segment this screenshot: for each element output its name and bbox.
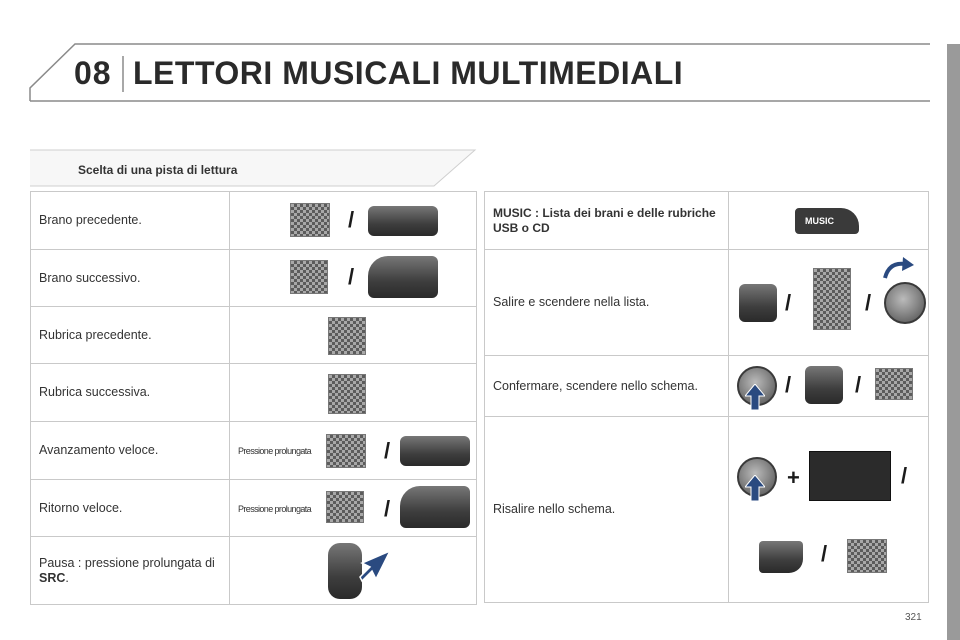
table-row-label: MUSIC : Lista dei brani e delle rubriche… [484,191,729,250]
steering-button-icon [875,368,913,400]
table-row-label: Brano successivo. [30,249,230,307]
music-button-icon: MUSIC [795,208,859,234]
steering-control-icon [368,256,438,298]
page-title: LETTORI MUSICALI MULTIMEDIALI [133,55,684,91]
table-row-label: Brano precedente. [30,191,230,250]
or-separator: / [821,541,828,566]
steering-button-icon [290,260,328,294]
src-label: SRC [39,570,66,585]
section-title: Scelta di una pista di lettura [78,163,238,177]
table-row-label: Ritorno veloce. [30,479,230,537]
or-separator: / [348,264,355,289]
or-separator: / [785,290,792,315]
table-row-label: Avanzamento veloce. [30,421,230,480]
chapter-number: 08 [74,55,112,91]
steering-control-icon [400,436,470,466]
pause-label-end: . [65,570,69,585]
pause-label: Pausa : pressione prolungata di [39,555,215,570]
section-heading-frame [30,149,477,187]
long-press-note: Pressione prolungata [238,446,312,456]
display-screen-icon [809,451,891,501]
table-row-label: Salire e scendere nella lista. [484,249,729,356]
music-badge-label: MUSIC [805,216,834,226]
rotate-arrow-icon [883,257,914,279]
and-separator: + [787,465,800,490]
press-arrow-icon [745,475,765,501]
steering-button-icon [326,491,364,523]
steering-control-icon [368,206,438,236]
or-separator: / [865,290,872,315]
left-table: Brano precedente. / Brano successivo. / … [30,191,477,605]
press-arrow-icon [745,384,765,410]
steering-button-icon [290,203,330,237]
or-separator: / [348,207,355,232]
header-frame [29,43,930,102]
or-separator: / [785,372,792,397]
selector-knob-icon [737,366,777,406]
selector-knob-icon [884,282,926,324]
steering-button-icon [847,539,887,573]
page-side-bar [947,44,960,640]
right-table: MUSIC : Lista dei brani e delle rubriche… [484,191,929,603]
table-row-label: Rubrica successiva. [30,363,230,422]
selector-wheel-icon [739,284,777,322]
selector-wheel-icon [805,366,843,404]
table-row-label: Confermare, scendere nello schema. [484,355,729,417]
table-row-label: Risalire nello schema. [484,416,729,603]
or-separator: / [384,496,391,521]
or-separator: / [855,372,862,397]
steering-control-icon [400,486,470,528]
or-separator: / [901,463,908,488]
arrow-icon [359,549,392,583]
page-number: 321 [905,612,922,623]
back-button-icon [759,541,803,573]
steering-button-icon [328,317,366,355]
steering-button-icon [328,374,366,414]
steering-button-icon [813,268,851,330]
table-row-label: Pausa : pressione prolungata di SRC. [30,536,230,605]
long-press-note: Pressione prolungata [238,504,312,514]
or-separator: / [384,438,391,463]
steering-button-icon [326,434,366,468]
table-row-label: Rubrica precedente. [30,306,230,364]
steering-control-icon [328,543,362,599]
